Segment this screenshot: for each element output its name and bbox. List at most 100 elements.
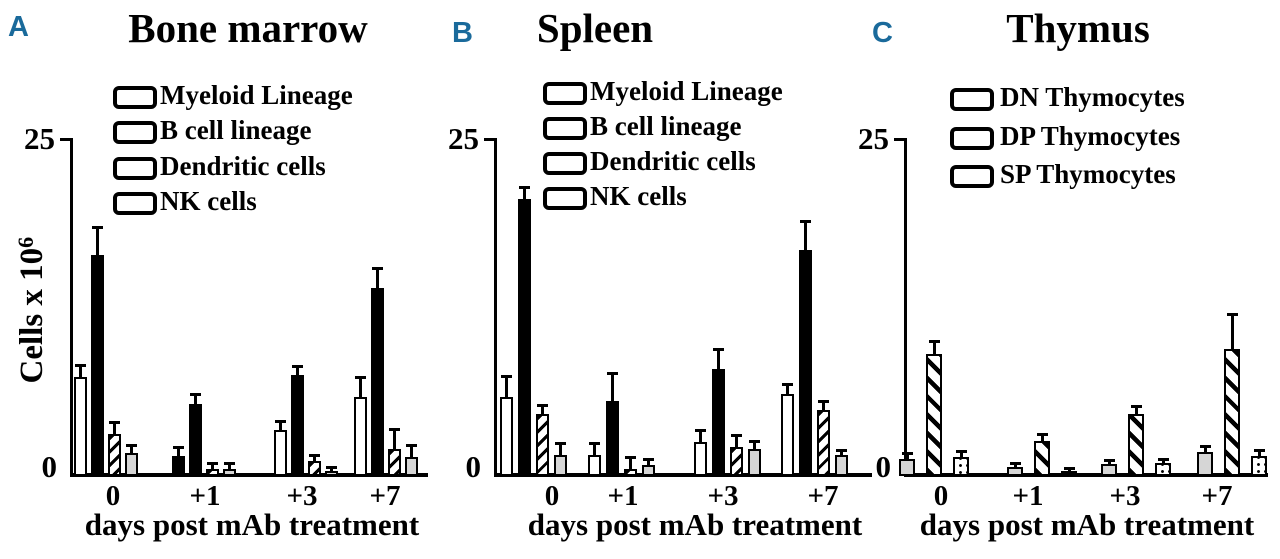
- y-tick-label-0: 0: [875, 449, 892, 484]
- y-tick-label-0: 0: [41, 449, 58, 484]
- y-tick-25: [484, 138, 497, 141]
- error-bar-stem-sp-thymocytes-+7: [1257, 451, 1261, 456]
- panel-letter-c: C: [872, 17, 893, 49]
- error-bar-stem-b-cell-lineage-+7: [804, 222, 807, 250]
- bar-b-nk-cells-day+7: [835, 455, 848, 476]
- y-axis-label: Cells x 106: [12, 150, 50, 470]
- bar-a-myeloid-lineage-day+3: [274, 430, 287, 476]
- error-bar-cap-sp-thymocytes-+1: [1063, 467, 1075, 470]
- bar-c-sp-thymocytes-day+1: [1061, 471, 1077, 476]
- bar-c-dn-thymocytes-day+1: [1007, 467, 1023, 476]
- legend-swatch-dendritic-cells: [543, 152, 587, 175]
- bar-a-nk-cells-day0: [125, 453, 138, 476]
- error-bar-stem-dn-thymocytes-+7: [1203, 447, 1207, 452]
- bar-a-dendritic-cells-day+7: [388, 449, 401, 476]
- error-bar-cap-myeloid-lineage-+1: [589, 442, 600, 445]
- error-bar-cap-dn-thymocytes-+3: [1103, 459, 1115, 462]
- bar-c-sp-thymocytes-day+7: [1251, 456, 1267, 476]
- error-bar-cap-sp-thymocytes-0: [955, 450, 967, 453]
- x-tick-label-+3: +3: [286, 480, 318, 512]
- y-tick-label-25: 25: [24, 121, 55, 156]
- y-tick-label-0: 0: [465, 449, 482, 484]
- error-bar-cap-nk-cells-+7: [836, 449, 847, 452]
- panel-title: Thymus: [1006, 5, 1150, 51]
- error-bar-cap-nk-cells-+7: [406, 444, 417, 447]
- legend-label-dn-thymocytes: DN Thymocytes: [1000, 82, 1185, 112]
- legend-label-dendritic-cells: Dendritic cells: [590, 146, 756, 176]
- error-bar-stem-nk-cells-+3: [753, 442, 756, 449]
- legend-swatch-sp-thymocytes: [950, 165, 994, 188]
- y-tick-25: [60, 138, 73, 141]
- error-bar-stem-nk-cells-+3: [330, 468, 333, 471]
- error-bar-stem-dendritic-cells-+7: [393, 430, 396, 449]
- y-axis-label-exponent: 6: [12, 236, 38, 248]
- error-bar-cap-b-cell-lineage-+1: [190, 393, 201, 396]
- error-bar-cap-myeloid-lineage-+7: [782, 383, 793, 386]
- error-bar-stem-b-cell-lineage-0: [523, 188, 526, 199]
- error-bar-stem-nk-cells-0: [130, 446, 133, 453]
- error-bar-stem-dp-thymocytes-+7: [1230, 315, 1234, 349]
- y-axis: [494, 138, 497, 477]
- bar-b-dendritic-cells-day+1: [624, 469, 637, 476]
- legend-label-myeloid-lineage: Myeloid Lineage: [160, 80, 353, 110]
- error-bar-stem-b-cell-lineage-+7: [376, 269, 379, 288]
- error-bar-cap-nk-cells-0: [126, 444, 137, 447]
- legend-swatch-dn-thymocytes: [950, 88, 994, 111]
- bar-b-myeloid-lineage-day+3: [694, 442, 707, 476]
- bar-b-nk-cells-day+3: [748, 449, 761, 476]
- error-bar-stem-myeloid-lineage-+1: [177, 448, 180, 456]
- bar-b-dendritic-cells-day+3: [730, 447, 743, 476]
- legend-swatch-b-cell-lineage: [543, 117, 587, 140]
- legend-label-b-cell-lineage: B cell lineage: [160, 115, 312, 145]
- error-bar-cap-dp-thymocytes-+1: [1036, 433, 1048, 436]
- bar-b-dendritic-cells-day0: [536, 414, 549, 476]
- error-bar-stem-b-cell-lineage-+3: [296, 367, 299, 375]
- error-bar-cap-b-cell-lineage-0: [519, 186, 530, 189]
- legend-swatch-b-cell-lineage: [113, 121, 157, 144]
- error-bar-stem-dn-thymocytes-0: [905, 454, 909, 459]
- x-tick-label-0: 0: [105, 480, 121, 512]
- error-bar-cap-dendritic-cells-+1: [207, 462, 218, 465]
- error-bar-stem-dendritic-cells-0: [541, 406, 544, 414]
- bar-b-nk-cells-day0: [554, 455, 567, 476]
- bar-c-dp-thymocytes-day+7: [1224, 349, 1240, 476]
- x-tick-label-+3: +3: [1109, 480, 1141, 512]
- error-bar-stem-dn-thymocytes-+1: [1013, 464, 1017, 467]
- bar-c-sp-thymocytes-day+3: [1155, 463, 1171, 476]
- error-bar-stem-dendritic-cells-0: [113, 423, 116, 434]
- error-bar-stem-sp-thymocytes-+1: [1067, 469, 1071, 471]
- bar-b-nk-cells-day+1: [642, 465, 655, 476]
- legend-label-myeloid-lineage: Myeloid Lineage: [590, 76, 783, 106]
- x-tick-label-+1: +1: [1012, 480, 1044, 512]
- error-bar-cap-b-cell-lineage-+3: [713, 348, 724, 351]
- legend-label-nk-cells: NK cells: [160, 186, 257, 216]
- error-bar-cap-dendritic-cells-0: [109, 421, 120, 424]
- bar-a-b-cell-lineage-day+7: [371, 288, 384, 476]
- bar-a-b-cell-lineage-day+3: [291, 375, 304, 476]
- error-bar-cap-dendritic-cells-+1: [625, 456, 636, 459]
- bar-c-dn-thymocytes-day+7: [1197, 452, 1213, 476]
- error-bar-stem-dendritic-cells-+3: [735, 436, 738, 447]
- x-tick-label-+7: +7: [1201, 480, 1233, 512]
- panel-letter-a: A: [8, 11, 29, 43]
- bar-a-b-cell-lineage-day+1: [189, 404, 202, 476]
- bar-a-dendritic-cells-day+3: [308, 461, 321, 476]
- bar-a-nk-cells-day+1: [223, 469, 236, 476]
- error-bar-cap-sp-thymocytes-+7: [1253, 449, 1265, 452]
- error-bar-cap-dendritic-cells-0: [537, 404, 548, 407]
- bar-c-dp-thymocytes-day+1: [1034, 441, 1050, 476]
- error-bar-cap-dn-thymocytes-+1: [1009, 462, 1021, 465]
- error-bar-cap-b-cell-lineage-0: [92, 226, 103, 229]
- error-bar-stem-dendritic-cells-+3: [313, 456, 316, 461]
- error-bar-cap-nk-cells-+3: [749, 440, 760, 443]
- error-bar-cap-nk-cells-+1: [224, 462, 235, 465]
- x-axis: [70, 473, 428, 477]
- y-tick-label-25: 25: [858, 121, 889, 156]
- error-bar-cap-dendritic-cells-+3: [309, 454, 320, 457]
- error-bar-cap-myeloid-lineage-+3: [275, 420, 286, 423]
- error-bar-cap-b-cell-lineage-+7: [372, 267, 383, 270]
- panel-title: Bone marrow: [128, 5, 368, 51]
- error-bar-stem-nk-cells-+7: [840, 451, 843, 455]
- legend-label-dendritic-cells: Dendritic cells: [160, 151, 326, 181]
- x-tick-label-+1: +1: [189, 480, 221, 512]
